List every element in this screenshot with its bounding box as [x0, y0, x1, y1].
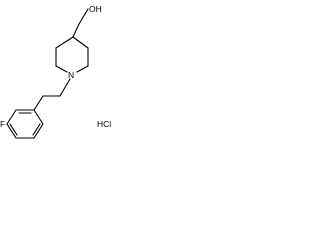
bond-ring-6-1 [6, 109, 17, 125]
hcl-label: HCl [97, 119, 111, 129]
structural-formula: OH N F HCl [0, 4, 111, 139]
bond-hydroxymethyl-o [78, 8, 89, 25]
bonds [6, 8, 89, 139]
bond-c4-ch2 [72, 23, 80, 38]
bond-ring-5-6 [6, 123, 17, 139]
bond-ring-double-b [32, 123, 41, 136]
hydroxyl-label: OH [89, 4, 102, 14]
fluorine-label: F [0, 119, 5, 129]
bond-ring-double-c [9, 123, 18, 136]
bond-c4-c3 [72, 36, 89, 49]
bond-c5-c4 [55, 36, 74, 49]
bond-ring-2-3 [33, 109, 44, 125]
bond-n-benzyl-ch2 [59, 78, 71, 97]
nitrogen-label: N [68, 70, 74, 80]
bond-ring-1-2 [33, 95, 44, 111]
bond-c2-n [76, 65, 89, 73]
bond-ring-3-4 [33, 123, 44, 139]
bond-n-c6 [55, 65, 68, 73]
